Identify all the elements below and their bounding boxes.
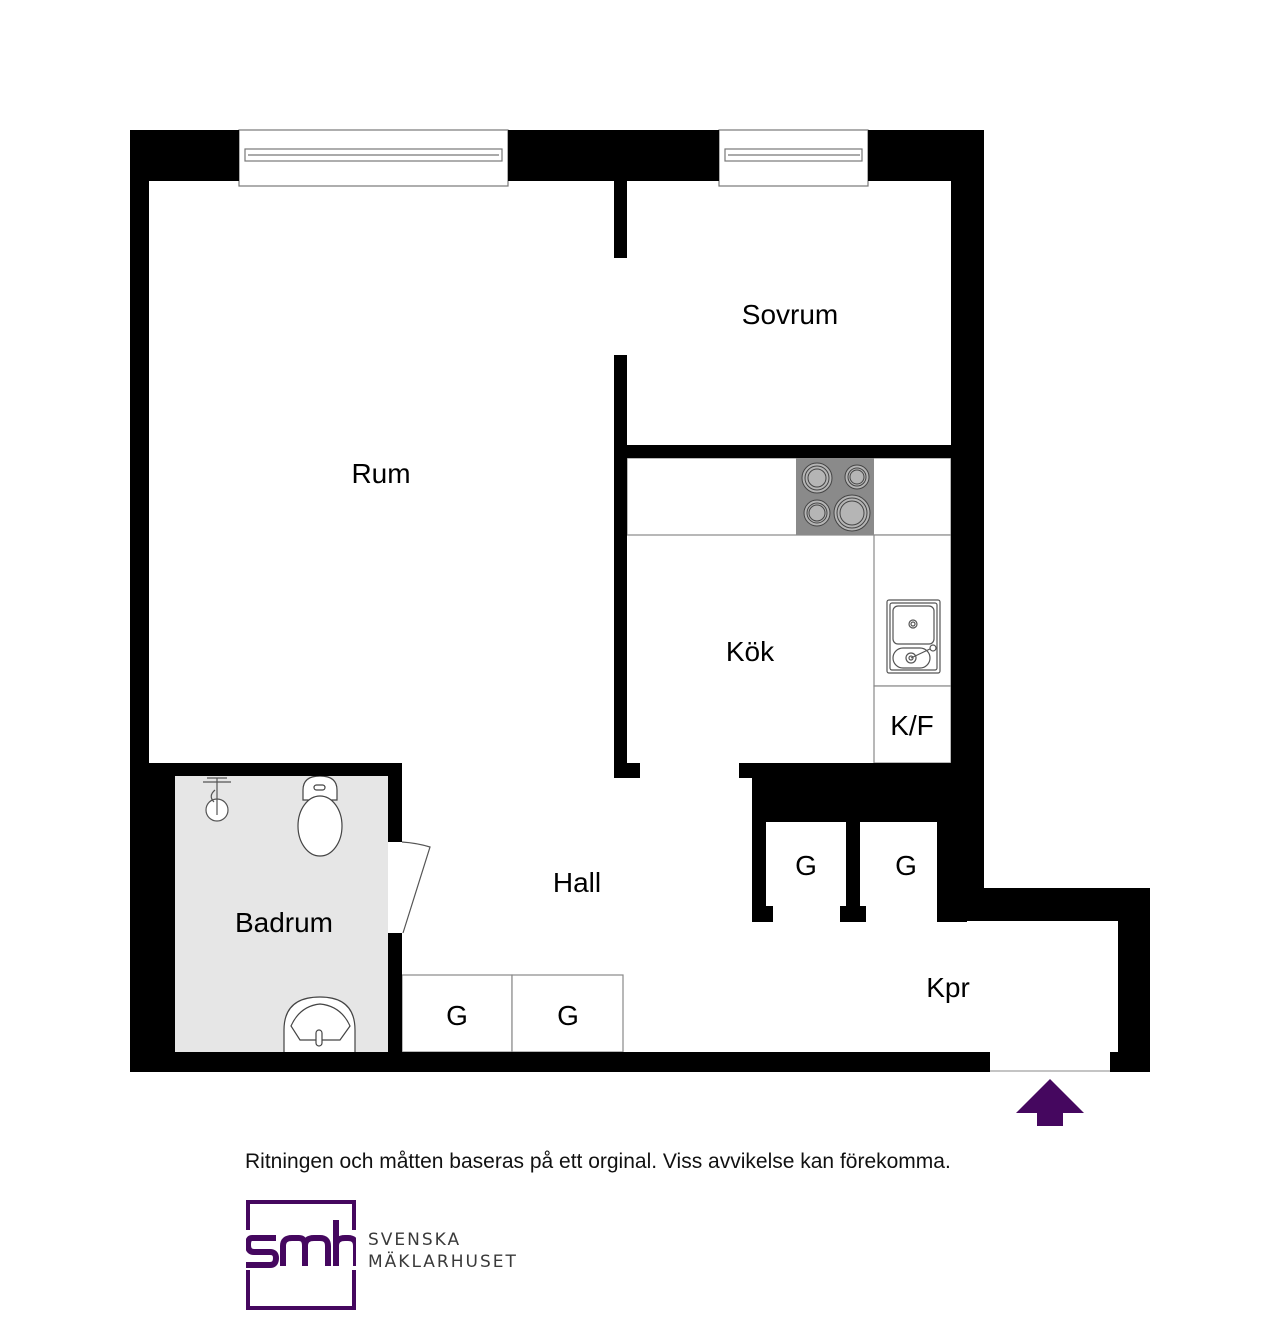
closet-label: G — [557, 1000, 579, 1031]
shower-icon — [203, 777, 231, 822]
floor-plan: Rum Sovrum Kök Badrum Hall Kpr K/F G G G… — [130, 129, 1150, 1126]
company-logo: SVENSKA MÄKLARHUSET — [246, 1200, 546, 1312]
closet-label: G — [446, 1000, 468, 1031]
stove-icon — [796, 458, 874, 535]
window-sovrum — [718, 129, 869, 187]
closet-label: G — [795, 850, 817, 881]
bathroom-floor — [175, 776, 388, 1052]
room-label-rum: Rum — [351, 458, 410, 489]
room-label-badrum: Badrum — [235, 907, 333, 938]
walls — [130, 130, 1150, 1072]
hall-closets — [401, 974, 624, 1053]
closet-label: G — [895, 850, 917, 881]
smh-logo-mark — [246, 1200, 356, 1310]
bathroom-door[interactable] — [401, 841, 431, 934]
entrance-arrow-icon — [1016, 1079, 1084, 1126]
logo-wordmark: SVENSKA MÄKLARHUSET — [368, 1229, 518, 1273]
kitchen-sink-icon — [886, 599, 941, 674]
window-rum — [238, 129, 509, 187]
toilet-icon — [297, 775, 343, 857]
washbasin-icon — [283, 996, 356, 1052]
fridge-freezer-label: K/F — [890, 710, 934, 741]
room-label-kok: Kök — [726, 636, 775, 667]
room-label-hall: Hall — [553, 867, 601, 898]
logo-line-1: SVENSKA — [368, 1230, 462, 1250]
room-label-sovrum: Sovrum — [742, 299, 838, 330]
logo-line-2: MÄKLARHUSET — [368, 1252, 518, 1272]
room-label-kpr: Kpr — [926, 972, 970, 1003]
disclaimer-text: Ritningen och måtten baseras på ett orgi… — [245, 1150, 951, 1173]
